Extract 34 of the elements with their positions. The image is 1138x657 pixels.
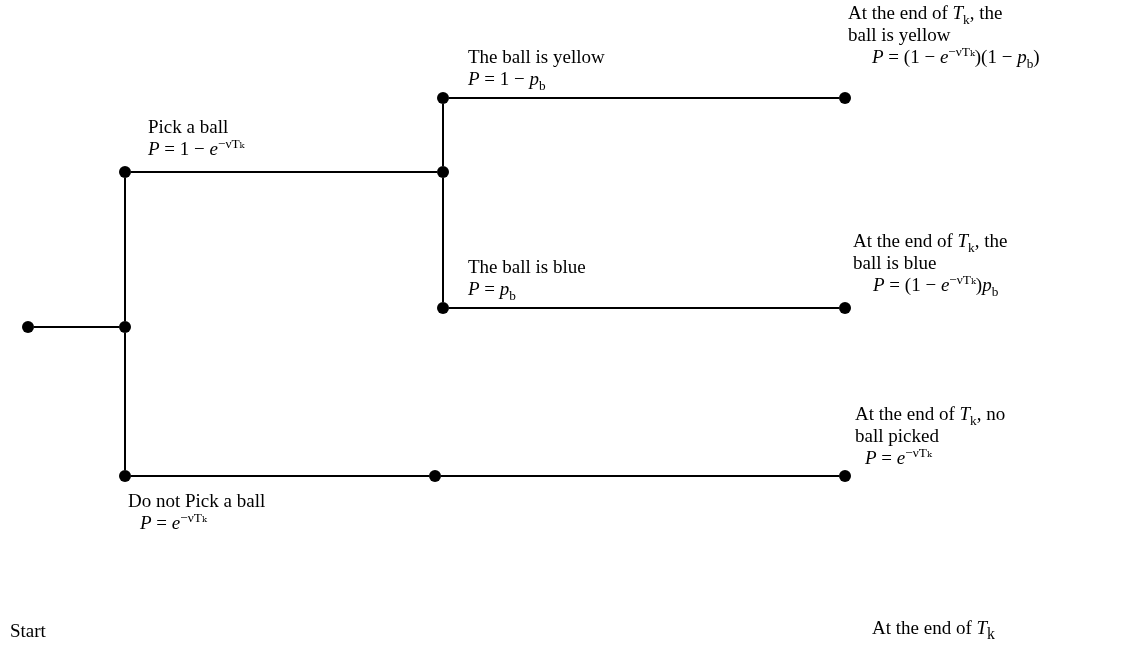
node-dot <box>119 470 131 482</box>
branch-line <box>442 177 444 303</box>
probability-formula: P = 1 − p$_{b}$ <box>468 68 546 90</box>
node-dot <box>22 321 34 333</box>
branch-line <box>33 326 120 328</box>
probability-formula: P = p$_{b}$ <box>468 278 516 300</box>
branch-caption: Pick a ball <box>148 116 229 138</box>
branch-caption: The ball is yellow <box>468 46 605 68</box>
node-dot <box>839 92 851 104</box>
branch-line <box>130 475 430 477</box>
branch-line <box>124 177 126 322</box>
branch-line <box>448 307 840 309</box>
branch-line <box>440 475 840 477</box>
node-dot <box>437 166 449 178</box>
probability-formula: P = 1 − e$^{−νTₖ}$ <box>148 138 245 160</box>
stage-label: Start <box>10 620 46 642</box>
node-dot <box>119 166 131 178</box>
probability-formula: P = (1 − e$^{−νTₖ}$)p$_{b}$ <box>872 274 999 296</box>
branch-line <box>442 103 444 167</box>
node-dot <box>429 470 441 482</box>
branch-line <box>130 171 438 173</box>
probability-formula: P = (1 − e$^{−νTₖ}$)(1 − p$_{b}$) <box>871 46 1040 68</box>
probability-formula: P = e$^{−νTₖ}$ <box>864 447 932 469</box>
node-dot <box>437 302 449 314</box>
probability-formula: P = e$^{−νTₖ}$ <box>139 512 207 534</box>
branch-caption: Do not Pick a ball <box>128 490 266 512</box>
stage-label: At the end of T$_{k}$ <box>872 617 995 643</box>
branch-caption: The ball is blue <box>468 256 586 278</box>
branch-line <box>448 97 840 99</box>
node-dot <box>839 470 851 482</box>
branch-line <box>124 332 126 471</box>
node-dot <box>119 321 131 333</box>
node-dot <box>839 302 851 314</box>
node-dot <box>437 92 449 104</box>
